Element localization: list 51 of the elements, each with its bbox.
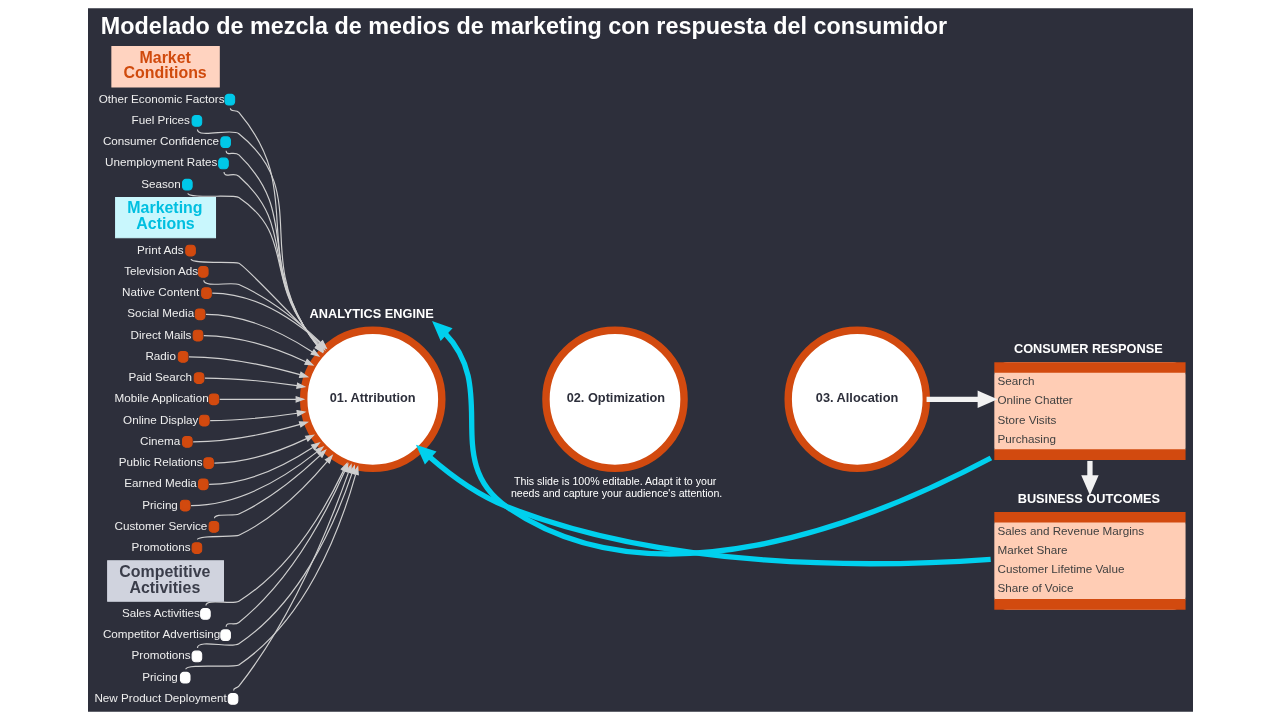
node-label: Cinema	[139, 433, 180, 447]
node-label: Radio	[144, 348, 176, 362]
arrow	[208, 442, 321, 485]
arrow	[926, 390, 998, 409]
node-circle: 02. Optimization	[541, 326, 688, 473]
arrow	[209, 409, 306, 422]
node-label: Competitor Advertising	[102, 627, 220, 641]
node-label: Public Relations	[118, 455, 203, 469]
node-box: Market Conditions	[110, 46, 220, 88]
node-label: Social Media	[126, 306, 194, 320]
node-box: Marketing Actions	[114, 196, 216, 239]
node-label: Promotions	[131, 540, 191, 554]
node-label: Direct Mails	[130, 327, 191, 341]
arrow	[213, 434, 315, 464]
node-label: Promotions	[131, 648, 191, 662]
node-label: Pricing	[141, 669, 178, 683]
node-label: BUSINESS OUTCOMES	[1017, 491, 1160, 507]
arrow	[189, 446, 324, 507]
arrow	[196, 454, 333, 541]
arrow	[218, 395, 305, 403]
node-label: Television Ads	[123, 263, 198, 277]
arrow	[203, 377, 306, 390]
arrow	[431, 321, 992, 557]
node-label: Consumer Confidence	[102, 134, 219, 148]
arrow	[187, 356, 309, 378]
node-label: Customer Service	[114, 518, 207, 532]
arrow	[202, 334, 314, 366]
node-box: Competitive Activities	[106, 560, 224, 602]
node-label: Native Content	[121, 285, 199, 299]
label: This slide is 100% editable. Adapt it to your needs and capture your audience's attention.	[510, 475, 722, 500]
node-label: Unemployment Rates	[104, 155, 217, 169]
node-label: Season	[140, 176, 181, 190]
node-label: Other Economic Factors	[98, 91, 224, 105]
diagram-title: Modelado de mezcla de medios de marketing con respuesta del consumidor	[100, 13, 947, 40]
arrow	[213, 449, 327, 519]
arrow	[415, 444, 991, 567]
node-label: Earned Media	[123, 476, 197, 490]
node-label: Print Ads	[136, 242, 184, 256]
node-circle: 03. Allocation	[783, 326, 930, 473]
node-label: Pricing	[141, 497, 178, 511]
arrow	[1080, 460, 1099, 496]
node-label: Mobile Application	[114, 391, 209, 405]
node-label: Fuel Prices	[131, 112, 190, 126]
arrow	[204, 313, 320, 358]
node-label: Paid Search	[127, 370, 192, 384]
node-label: New Product Deployment	[93, 690, 227, 704]
node-label: Online Display	[122, 412, 198, 426]
arrow	[192, 421, 309, 443]
node-text: ANALYTICS ENGINE	[309, 305, 434, 321]
node-label: CONSUMER RESPONSE	[1013, 341, 1163, 357]
node-label: Sales Activities	[121, 605, 200, 619]
